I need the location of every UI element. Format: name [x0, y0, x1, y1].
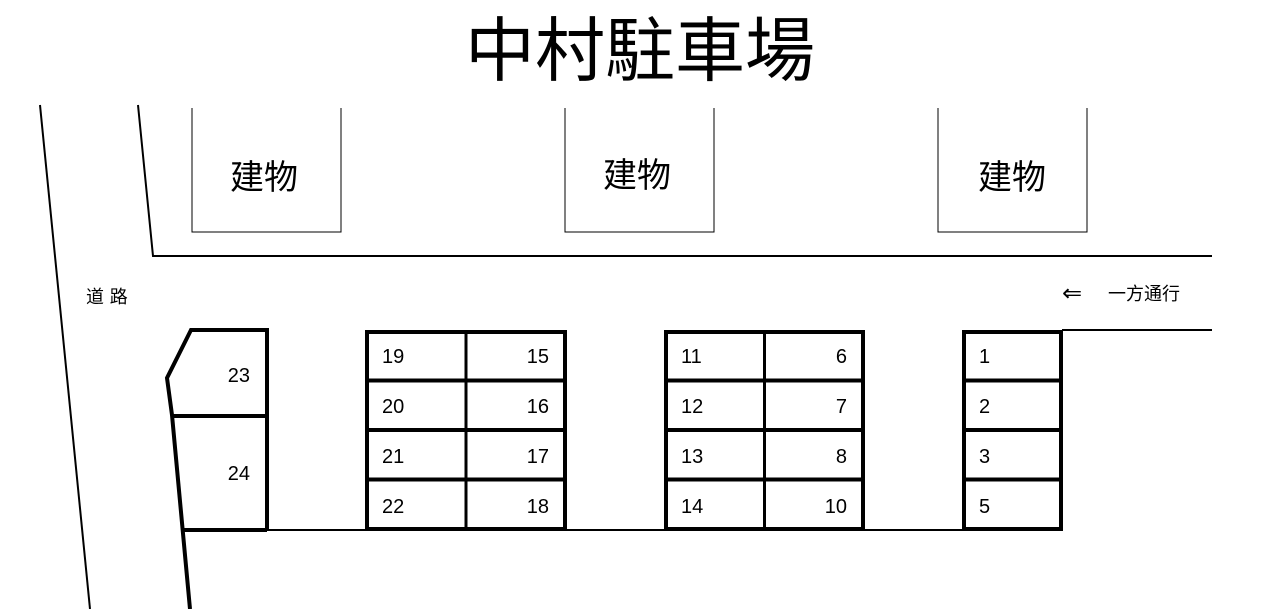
space-23[interactable]: 23 [228, 365, 250, 387]
one-way-arrow-icon: ⇐ [1062, 279, 1082, 307]
space-2[interactable]: 2 [979, 396, 990, 418]
space-14[interactable]: 14 [681, 496, 703, 518]
building-2: 建物 [564, 108, 715, 233]
building-label: 建物 [978, 158, 1046, 198]
road-edge-line [39, 104, 91, 609]
one-way-label: 一方通行 [1108, 284, 1180, 305]
parking-block-b: 11 12 13 14 6 7 8 10 [664, 330, 865, 531]
space-12[interactable]: 12 [681, 396, 703, 418]
space-8[interactable]: 8 [836, 446, 847, 468]
building-1: 建物 [191, 108, 342, 233]
space-15[interactable]: 15 [527, 346, 549, 368]
space-18[interactable]: 18 [527, 496, 549, 518]
building-label: 建物 [230, 158, 298, 198]
space-6[interactable]: 6 [836, 346, 847, 368]
space-11[interactable]: 11 [681, 346, 702, 368]
space-16[interactable]: 16 [527, 396, 549, 418]
space-5[interactable]: 5 [979, 496, 990, 518]
space-1[interactable]: 1 [979, 346, 990, 368]
parking-block-c: 1 2 3 5 [962, 330, 1063, 531]
road-label: 道 路 [86, 287, 128, 308]
space-7[interactable]: 7 [836, 396, 847, 418]
space-19[interactable]: 19 [382, 346, 404, 368]
space-20[interactable]: 20 [382, 396, 404, 418]
building-3: 建物 [937, 108, 1088, 233]
space-13[interactable]: 13 [681, 446, 703, 468]
space-21[interactable]: 21 [382, 446, 404, 468]
space-22[interactable]: 22 [382, 496, 404, 518]
space-10[interactable]: 10 [825, 496, 847, 518]
building-label: 建物 [603, 156, 671, 196]
space-17[interactable]: 17 [527, 446, 549, 468]
parking-block-a: 19 20 21 22 15 16 17 18 [365, 330, 567, 531]
space-24[interactable]: 24 [228, 463, 250, 485]
space-3[interactable]: 3 [979, 446, 990, 468]
road-building-edge-line [137, 104, 1212, 257]
parking-block-left: 23 24 [164, 328, 269, 609]
page-title: 中村駐車場 [465, 10, 815, 92]
